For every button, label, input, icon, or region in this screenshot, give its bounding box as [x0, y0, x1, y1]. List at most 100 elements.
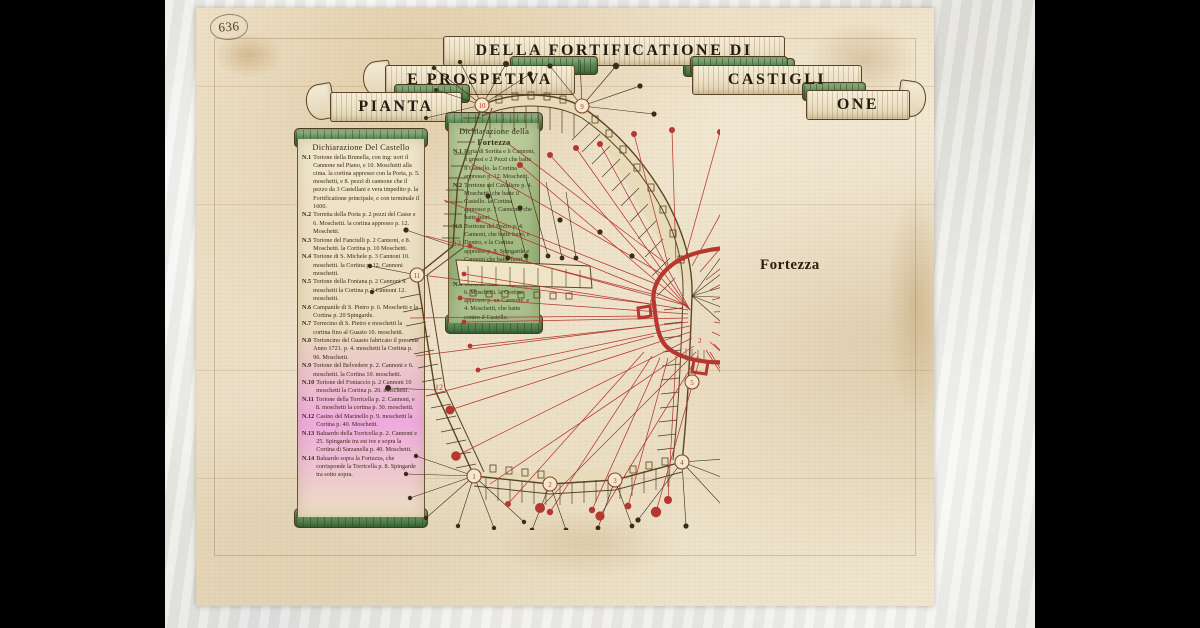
castle-panel-title: Dichiarazione Del Castello [312, 142, 410, 152]
entry-text: Torioncino del Guasto fabricato il prese… [313, 337, 420, 361]
tower-marker-4: 4 [674, 454, 690, 470]
dark-trajectory-lines [369, 60, 720, 530]
archive-folio-number: 636 [209, 13, 249, 42]
tower-marker-label: 4 [680, 459, 684, 467]
tower-marker-label: 3 [613, 477, 617, 485]
banner-text: E PROSPETIVA [407, 71, 553, 88]
entry-text: Torione del Belvedere p. 2. Cannoni e 6.… [313, 362, 414, 378]
entry-number: N.4 [453, 280, 463, 288]
entry-number: N.5 [302, 278, 312, 286]
entry-text: Torrecino di S. Pietro e moschetti la co… [313, 320, 404, 336]
entry-text: Campanile di S. Pietro p. 6. Moschetti e… [313, 303, 419, 319]
entry-text: Torione della Brunella, con ing: uori il… [313, 153, 420, 210]
red-impact-dots [445, 127, 720, 521]
entry-number: N.4 [302, 253, 312, 261]
entry-text: Baluardo sopra la Fortezza, che corrispo… [316, 454, 416, 479]
inner-curtain-spur [455, 259, 593, 300]
entry-number: N.14 [302, 454, 315, 462]
entry-number: N.1 [302, 153, 312, 161]
entry-text: Torione del Fanciulli p. 2 Cannoni, e 8.… [313, 236, 411, 252]
guide-rule [196, 204, 934, 205]
guide-rule [196, 370, 934, 371]
entry-text: Torretta della Porta p. 2 pezzi del Cass… [313, 211, 416, 235]
entry-number: N.6 [302, 303, 312, 311]
tower-marker-13: 13 [453, 239, 461, 248]
entry-number: N.9 [302, 362, 312, 370]
entry-number: N.10 [302, 379, 315, 387]
entry-number: N.13 [302, 429, 315, 437]
tower-marker-label: 2 [548, 481, 552, 489]
entry-text: Torione della Fontana p. 2 Cannoni 9. mo… [313, 278, 407, 302]
banner-pianta: PIANTA [303, 81, 470, 123]
tower-marker-9: 9 [574, 98, 590, 114]
entry-number: N.3 [302, 236, 312, 244]
banner-text: ONE [836, 96, 880, 113]
entry-text: Baluardo della Torricella p. 2. Cannoni … [316, 429, 418, 454]
entry-number: N.11 [302, 396, 314, 404]
banner-text: CASTIGLI [727, 71, 827, 88]
fortress-panel-title-line2: Fortezza [477, 136, 511, 147]
banner-castigli: CASTIGLI [690, 56, 862, 95]
entry-number: N.2 [302, 211, 312, 219]
banner-body: PIANTA [330, 92, 462, 122]
fortress-marker-2: 2 [698, 336, 702, 345]
tower-marker-label: 9 [580, 103, 584, 111]
tower-marker-2: 2 [542, 476, 558, 492]
fortress-node-group: 1236 [650, 297, 702, 345]
entry-number: N.1 [453, 148, 463, 156]
tower-marker-11: 11 [409, 267, 425, 283]
tower-marker-10: 10 [474, 97, 490, 113]
fortezza-outline [636, 246, 720, 376]
banner-body: E PROSPETIVA [385, 65, 575, 95]
fortress-marker-6: 6 [650, 297, 654, 306]
tower-marker-label: 10 [479, 102, 487, 110]
fortress-panel-title-line1: Dichiarazione della [458, 126, 530, 136]
fortress-marker-1: 1 [660, 335, 664, 344]
tower-marker-label: 5 [690, 379, 694, 387]
banner-text: PIANTA [358, 98, 434, 115]
entry-number: N.12 [302, 412, 315, 420]
entry-number: N.8 [302, 337, 312, 345]
banner-text: DELLA FORTIFICATIONE DI [475, 42, 753, 59]
tower-marker-label: 1 [472, 473, 476, 481]
banner-one: ONE [802, 79, 929, 120]
tower-marker-label: 11 [414, 272, 421, 280]
entry-text: Casino del Marinello p. 9. moschetti la … [316, 412, 413, 429]
banner-e-prospetiva: E PROSPETIVA [361, 56, 598, 99]
tower-marker-5: 5 [684, 374, 700, 390]
entry-text: Porta di Sortita e li Cannoni, 3 grossi … [464, 148, 535, 180]
entry-text: Torione del Fontaccio p. 2 Cannoni 10 mo… [316, 379, 412, 395]
entry-text: Torione della Torricella p. 2. Cannoni, … [315, 396, 415, 412]
tower-marker-1: 1 [466, 468, 482, 484]
tower-marker-3: 3 [607, 472, 623, 488]
entry-number: N.3 [453, 222, 463, 230]
dark-impact-dots [367, 60, 689, 530]
outer-enceinte-wall [416, 94, 693, 495]
banner-della-fortificatione-di: DELLA FORTIFICATIONE DI [443, 36, 795, 77]
entry-text: Torione di S. Michele p. 3 Cannoni 10. m… [313, 253, 410, 277]
tower-marker-12: 12 [435, 383, 443, 392]
banner-body: ONE [806, 90, 910, 120]
